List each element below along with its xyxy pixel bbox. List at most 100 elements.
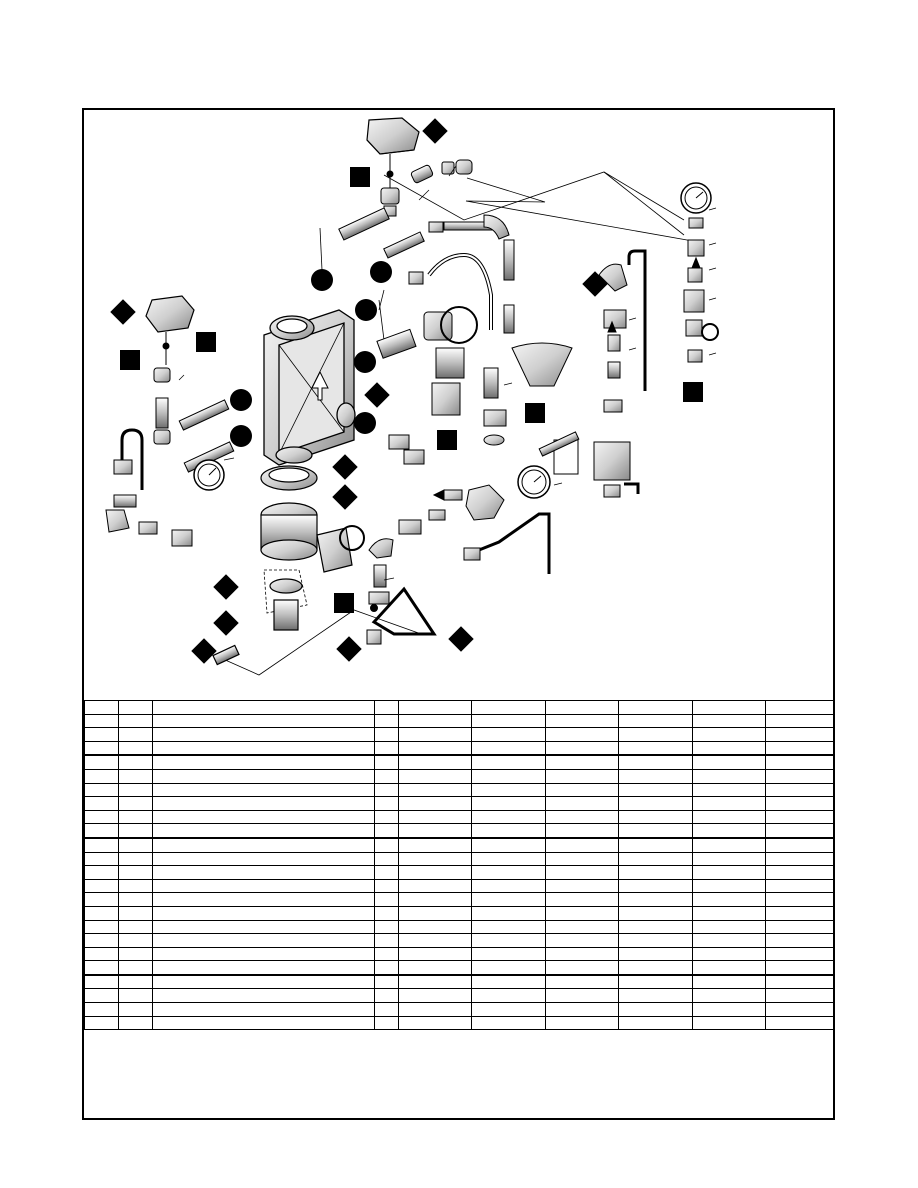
table-cell (545, 727, 619, 742)
table-row (84, 933, 834, 948)
table-cell (398, 960, 472, 976)
table-cell (118, 782, 153, 798)
connection-lines (213, 171, 705, 676)
table-cell (118, 905, 153, 921)
table-cell (471, 865, 546, 880)
table-cell (152, 740, 375, 757)
table-cell (374, 782, 399, 798)
table-cell (84, 837, 119, 853)
table-cell (374, 851, 399, 867)
table-cell (152, 988, 375, 1004)
table-row (84, 919, 834, 935)
table-cell (692, 713, 766, 729)
table-cell (374, 960, 399, 976)
table-cell (692, 809, 766, 825)
table-cell (618, 919, 693, 935)
table-cell (374, 809, 399, 825)
table-cell (618, 851, 693, 867)
table-cell (152, 700, 375, 715)
table-cell (618, 740, 693, 757)
table-cell (765, 823, 834, 839)
table-cell (118, 933, 153, 948)
table-cell (152, 878, 375, 894)
table-cell (471, 700, 546, 715)
table-row (84, 727, 834, 742)
table-cell (84, 754, 119, 770)
table-cell (398, 946, 472, 962)
table-cell (118, 837, 153, 853)
table-cell (398, 865, 472, 880)
table-cell (152, 796, 375, 811)
table-cell (374, 796, 399, 811)
table-cell (152, 727, 375, 742)
table-cell (545, 960, 619, 976)
table-cell (118, 946, 153, 962)
table-row (84, 960, 834, 976)
table-cell (398, 713, 472, 729)
table-cell (374, 865, 399, 880)
table-row (84, 851, 834, 867)
table-cell (545, 768, 619, 784)
table-cell (374, 837, 399, 853)
table-cell (152, 1015, 375, 1031)
table-cell (765, 740, 834, 757)
table-cell (374, 823, 399, 839)
table-cell (374, 1002, 399, 1017)
table-cell (692, 946, 766, 962)
exploded-assembly-diagram (105, 117, 719, 676)
table-cell (545, 933, 619, 948)
table-cell (765, 809, 834, 825)
table-cell (692, 960, 766, 976)
table-cell (618, 727, 693, 742)
parts-table-body (84, 700, 834, 1031)
main-valve-body (263, 309, 356, 466)
table-cell (118, 1002, 153, 1017)
parts-table (84, 700, 834, 1031)
table-cell (84, 851, 119, 867)
table-cell (398, 823, 472, 839)
table-row (84, 878, 834, 894)
table-cell (471, 740, 546, 757)
table-cell (545, 700, 619, 715)
table-cell (545, 974, 619, 990)
table-cell (545, 865, 619, 880)
table-cell (765, 837, 834, 853)
table-cell (618, 946, 693, 962)
table-cell (765, 988, 834, 1004)
table-cell (152, 1002, 375, 1017)
table-cell (118, 919, 153, 935)
table-cell (471, 1015, 546, 1031)
table-row (84, 809, 834, 825)
table-row (84, 837, 834, 853)
table-cell (374, 713, 399, 729)
table-cell (398, 974, 472, 990)
table-cell (765, 905, 834, 921)
table-cell (471, 768, 546, 784)
table-cell (692, 700, 766, 715)
table-cell (765, 851, 834, 867)
table-cell (398, 851, 472, 867)
table-cell (692, 837, 766, 853)
table-cell (765, 865, 834, 880)
table-cell (374, 700, 399, 715)
table-cell (374, 905, 399, 921)
table-row (84, 1002, 834, 1017)
table-cell (84, 974, 119, 990)
table-cell (152, 823, 375, 839)
table-cell (398, 905, 472, 921)
table-cell (765, 796, 834, 811)
table-cell (118, 1015, 153, 1031)
table-cell (618, 878, 693, 894)
table-cell (692, 851, 766, 867)
table-cell (765, 974, 834, 990)
table-row (84, 892, 834, 907)
table-cell (471, 727, 546, 742)
table-cell (152, 905, 375, 921)
table-cell (152, 974, 375, 990)
table-row (84, 713, 834, 729)
table-cell (692, 988, 766, 1004)
table-row (84, 988, 834, 1004)
table-cell (398, 988, 472, 1004)
table-cell (692, 1002, 766, 1017)
table-cell (618, 809, 693, 825)
